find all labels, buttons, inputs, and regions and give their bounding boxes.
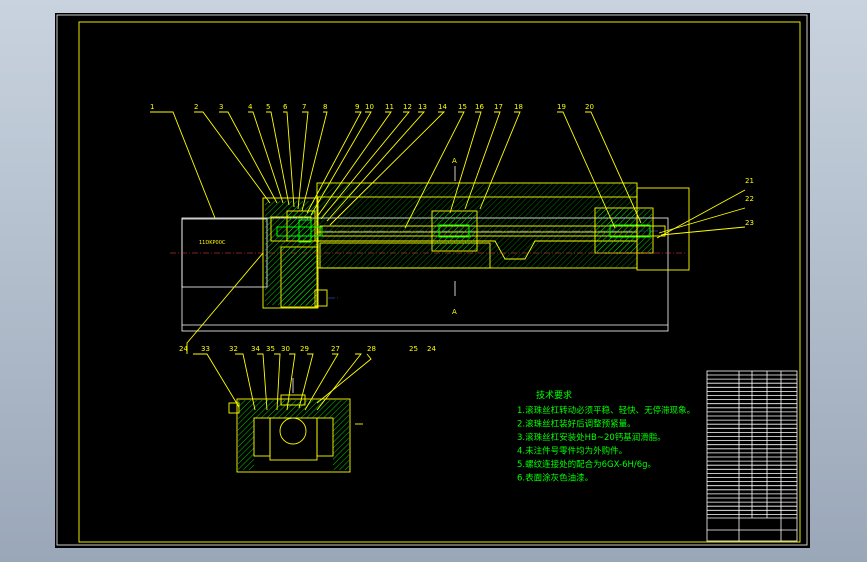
part-number: 17 <box>494 103 503 111</box>
part-number: 30 <box>281 345 290 353</box>
section-leaders <box>186 252 372 411</box>
part-number: 24 <box>427 345 436 353</box>
ball-nut <box>431 210 478 252</box>
motor-label: 11DKP00C <box>199 240 226 246</box>
part-number: 7 <box>302 103 306 111</box>
section-mark-bottom: A <box>452 308 457 316</box>
part-number-leaders <box>150 111 642 229</box>
part-number: 27 <box>331 345 340 353</box>
part-number: 1 <box>150 103 154 111</box>
part-number: 19 <box>557 103 566 111</box>
section-mark-top: A <box>452 157 457 165</box>
main-view: 11DKP00C <box>170 157 690 332</box>
part-number: 3 <box>219 103 223 111</box>
tech-req-item: 5.螺纹连接处的配合为6GX-6H/6g。 <box>517 459 656 470</box>
part-number: 25 <box>409 345 418 353</box>
part-number: 8 <box>323 103 327 111</box>
part-number: 22 <box>745 195 754 203</box>
part-number: 33 <box>201 345 210 353</box>
tech-req-item: 3.滚珠丝杠安装处HB~20钙基润滑脂。 <box>517 432 666 443</box>
part-number: 11 <box>385 103 394 111</box>
part-number: 4 <box>248 103 253 111</box>
part-number: 20 <box>585 103 594 111</box>
part-number: 18 <box>514 103 523 111</box>
tech-req-item: 2.滚珠丝杠装好后调整预紧量。 <box>517 419 636 430</box>
part-number: 5 <box>266 103 270 111</box>
part-number: 29 <box>300 345 309 353</box>
section-view-a-a <box>228 378 363 473</box>
cad-drawing: 11DKP00C <box>56 14 808 546</box>
tech-req-item: 1.滚珠丝杠转动必须平稳、轻快、无停滞现象。 <box>517 405 695 416</box>
part-number: 12 <box>403 103 412 111</box>
tech-req-item: 4.未注件号零件均为外购件。 <box>517 446 627 457</box>
part-number: 21 <box>745 177 754 185</box>
part-number: 35 <box>266 345 275 353</box>
part-number: 10 <box>365 103 374 111</box>
title-block <box>706 370 798 542</box>
part-number: 9 <box>355 103 359 111</box>
part-numbers-right: 21 22 23 <box>745 177 754 227</box>
part-number: 28 <box>367 345 376 353</box>
part-number: 13 <box>418 103 427 111</box>
part-numbers-bottom: 24 33 32 34 35 30 29 27 28 25 24 <box>179 345 436 353</box>
part-number: 23 <box>745 219 754 227</box>
part-number: 14 <box>438 103 447 111</box>
outer-frame <box>56 14 808 546</box>
part-number: 16 <box>475 103 484 111</box>
tech-req-title: 技术要求 <box>536 389 572 401</box>
inner-frame <box>78 21 801 543</box>
part-number: 34 <box>251 345 260 353</box>
cad-drawing-viewport[interactable]: 11DKP00C <box>55 13 810 548</box>
part-number: 6 <box>283 103 288 111</box>
part-number: 2 <box>194 103 198 111</box>
part-number: 32 <box>229 345 238 353</box>
part-number: 15 <box>458 103 467 111</box>
part-number: 24 <box>179 345 188 353</box>
technical-requirements: 技术要求 1.滚珠丝杠转动必须平稳、轻快、无停滞现象。 2.滚珠丝杠装好后调整预紧… <box>517 389 695 484</box>
tech-req-item: 6.表面涂灰色油漆。 <box>517 473 593 484</box>
